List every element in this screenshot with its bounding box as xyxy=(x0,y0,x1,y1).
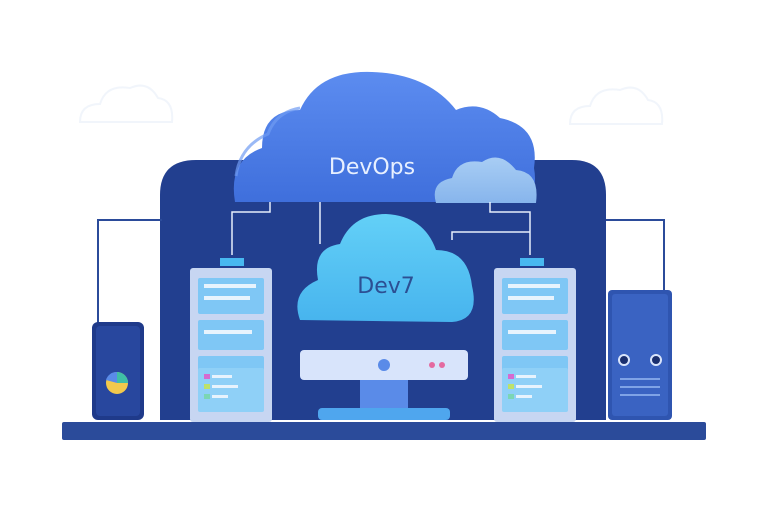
monitor-icon xyxy=(300,350,468,420)
inner-cloud-label: Dev7 xyxy=(357,274,415,299)
background-cloud-left-icon xyxy=(78,84,174,123)
small-cloud-icon xyxy=(434,157,537,203)
inner-cloud-icon xyxy=(297,214,474,322)
server-rack-right-icon xyxy=(494,258,576,422)
background-cloud-right-icon xyxy=(568,86,664,125)
main-cloud-label: DevOps xyxy=(329,155,415,180)
cloud-connector-lines xyxy=(231,202,531,255)
computer-tower-right-icon xyxy=(608,290,672,420)
side-wires xyxy=(97,219,665,325)
base-platform xyxy=(62,422,706,440)
server-rack-left-icon xyxy=(190,258,272,422)
storage-tower-left-icon xyxy=(92,322,144,420)
